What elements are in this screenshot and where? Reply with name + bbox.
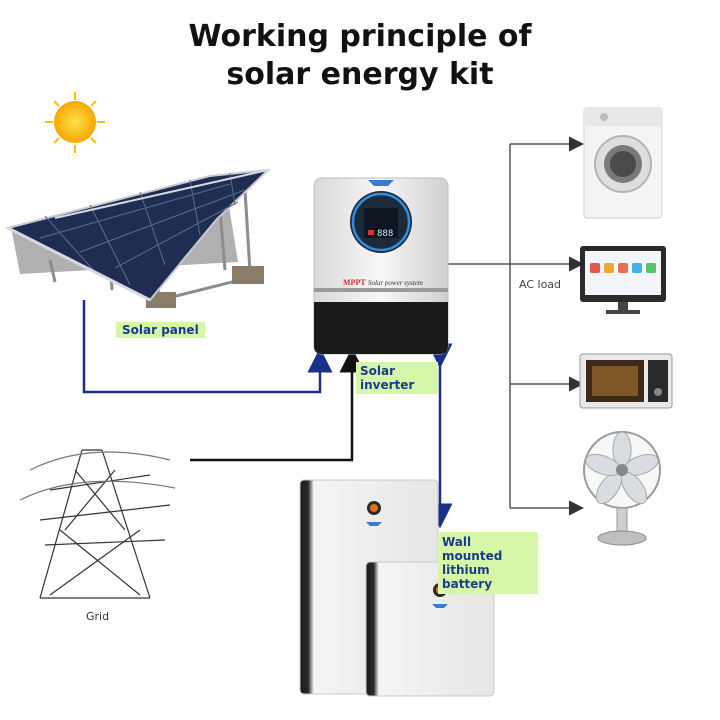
grid-to-inverter-arrow <box>190 347 365 462</box>
inverter-brand: MPPT <box>343 278 366 287</box>
solar-panel-icon <box>5 168 271 308</box>
solar-inverter-label-line-1: Solar <box>360 364 396 378</box>
inverter-display: 888 <box>377 229 393 239</box>
solar-inverter-label: Solar inverter <box>356 362 438 394</box>
solar-inverter-label-line-2: inverter <box>360 378 415 392</box>
washing-machine-icon <box>583 107 663 219</box>
solar-to-inverter-arrow <box>82 300 333 394</box>
grid-label: Grid <box>86 610 110 623</box>
inverter-subtitle: Solar power system <box>368 279 423 287</box>
battery-icon <box>299 479 495 697</box>
sun-icon <box>45 92 105 153</box>
title-line-1: Working principle of <box>188 19 532 54</box>
solar-panel-label: Solar panel <box>116 322 205 338</box>
title-line-2: solar energy kit <box>226 57 494 92</box>
ac-load-label: AC load <box>519 278 562 291</box>
battery-label-line-2: lithium battery <box>442 563 493 591</box>
monitor-icon <box>580 246 666 314</box>
microwave-icon <box>579 353 673 409</box>
battery-label-line-1: Wall mounted <box>442 535 503 563</box>
inverter-icon: 888 MPPT Solar power system <box>313 177 449 355</box>
battery-label: Wall mounted lithium battery <box>438 532 538 594</box>
page-title: Working principle of solar energy kit <box>0 18 720 94</box>
connection-lines <box>82 136 584 529</box>
power-tower-icon <box>19 449 176 599</box>
fan-icon <box>583 431 661 546</box>
